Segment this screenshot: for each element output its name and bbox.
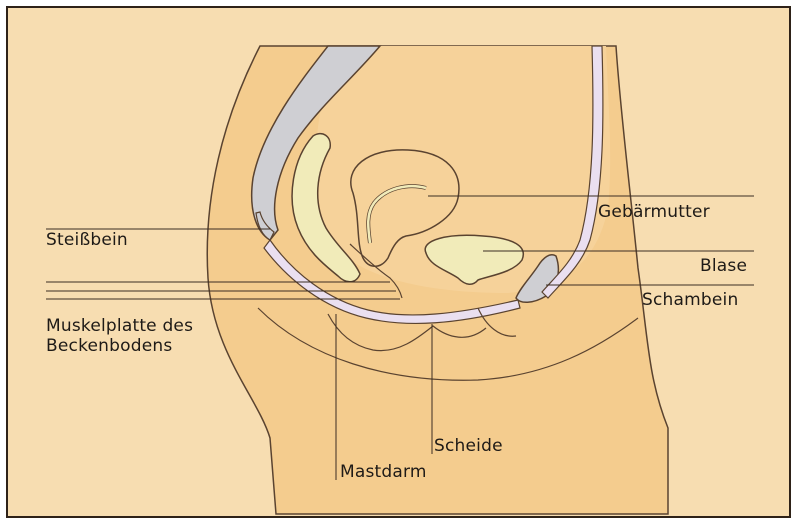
label-gebaermutter: Gebärmutter	[598, 202, 710, 222]
pelvis-illustration: Steißbein Gebärmutter Blase Schambein Mu…	[6, 6, 791, 518]
label-steissbein: Steißbein	[46, 230, 128, 250]
pelvis-diagram	[8, 8, 789, 516]
label-muskelplatte-line1: Muskelplatte des	[46, 316, 193, 336]
label-schambein: Schambein	[642, 290, 738, 310]
label-muskelplatte-line2: Beckenbodens	[46, 336, 172, 356]
label-scheide: Scheide	[434, 436, 503, 456]
label-mastdarm: Mastdarm	[340, 462, 427, 482]
label-blase: Blase	[700, 256, 747, 276]
